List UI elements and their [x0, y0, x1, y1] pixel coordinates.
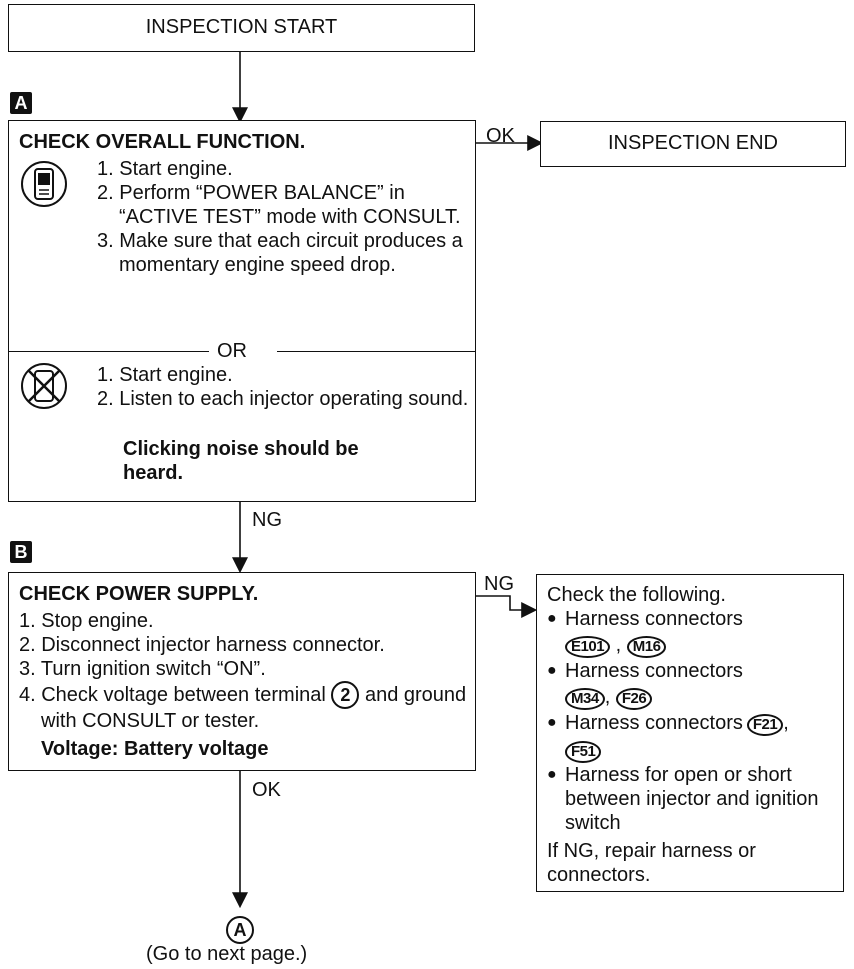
or-divider-right [277, 351, 475, 352]
continuation-note: (Go to next page.) [146, 943, 308, 965]
terminal-2-badge: 2 [331, 681, 360, 709]
check-item-2: ● Harness connectors M34, F26 [547, 659, 837, 710]
no-consult-icon [21, 363, 67, 409]
consult-step-2: 2. Perform “POWER BALANCE” in “ACTIVE TE… [97, 182, 461, 228]
step-b-3: 3. Turn ignition switch “ON”. [19, 658, 266, 680]
step-b-4-post: and ground with CONSULT or tester. [41, 684, 467, 732]
or-divider-left [9, 351, 209, 352]
step-b-1: 1. Stop engine. [19, 610, 154, 632]
inspection-end-box: INSPECTION END [540, 121, 846, 167]
step-b-2: 2. Disconnect injector harness connector… [19, 634, 385, 656]
check-item-1-label: Harness connectors [565, 608, 743, 630]
check-following-box: Check the following. ● Harness connector… [536, 574, 844, 892]
step-a-badge: A [10, 92, 32, 114]
step-a-box: CHECK OVERALL FUNCTION. 1. Start engine.… [8, 120, 476, 502]
ng-label-a: NG [252, 509, 282, 531]
manual-steps: 1. Start engine. 2. Listen to each injec… [97, 363, 469, 411]
check-item-4-text: Harness for open or short between inject… [565, 764, 819, 834]
step-b-title: CHECK POWER SUPPLY. [19, 583, 259, 605]
check-item-3: ● Harness connectors F21, F51 [547, 711, 843, 763]
check-heading: Check the following. [547, 584, 726, 606]
voltage-note: Voltage: Battery voltage [41, 738, 269, 760]
manual-step-1: 1. Start engine. [97, 364, 233, 386]
check-item-2-label: Harness connectors [565, 660, 743, 682]
step-b-badge: B [10, 541, 32, 563]
continuation-connector: A [226, 916, 254, 944]
consult-tester-icon [21, 161, 67, 207]
step-b-box: CHECK POWER SUPPLY. 1. Stop engine. 2. D… [8, 572, 476, 771]
inspection-start-box: INSPECTION START [8, 4, 475, 52]
ok-label-b: OK [252, 779, 281, 801]
connector-f51: F51 [565, 741, 602, 763]
step-b-4-pre: 4. Check voltage between terminal [19, 684, 326, 706]
ng-label-b: NG [484, 573, 514, 595]
item-3-separator: , [783, 712, 789, 734]
item-2-separator: , [604, 686, 611, 708]
ok-label-a: OK [486, 125, 515, 147]
manual-step-2: 2. Listen to each injector operating sou… [97, 388, 469, 410]
arrow-b-to-check [476, 595, 538, 618]
consult-steps: 1. Start engine. 2. Perform “POWER BALAN… [97, 157, 469, 277]
check-item-3-label: Harness connectors [565, 712, 743, 734]
step-a-title: CHECK OVERALL FUNCTION. [19, 131, 306, 153]
consult-step-1: 1. Start engine. [97, 158, 233, 180]
connector-f21: F21 [746, 714, 784, 736]
check-item-1: ● Harness connectors E101 , M16 [547, 607, 837, 658]
bullet-icon: ● [547, 610, 557, 627]
inspection-end-label: INSPECTION END [607, 132, 779, 154]
check-item-4: ● Harness for open or short between inje… [547, 763, 837, 835]
connector-e101: E101 [565, 636, 611, 658]
step-b-4: 4. Check voltage between terminal 2 and … [19, 681, 471, 733]
connector-a-badge: A [226, 916, 254, 944]
inspection-start-label: INSPECTION START [145, 16, 338, 38]
bullet-icon: ● [547, 662, 557, 679]
consult-step-3: 3. Make sure that each circuit produces … [97, 230, 463, 276]
bullet-icon: ● [547, 714, 557, 731]
connector-f26: F26 [615, 688, 653, 710]
check-footer: If NG, repair harness or connectors. [547, 840, 756, 886]
connector-m34: M34 [565, 688, 605, 710]
manual-note: Clicking noise should be heard. [123, 438, 359, 484]
step-b-steps: 1. Stop engine. 2. Disconnect injector h… [19, 609, 471, 733]
connector-m16: M16 [626, 636, 667, 658]
item-1-separator: , [615, 634, 622, 656]
bullet-icon: ● [547, 766, 557, 783]
or-label: OR [217, 340, 247, 362]
